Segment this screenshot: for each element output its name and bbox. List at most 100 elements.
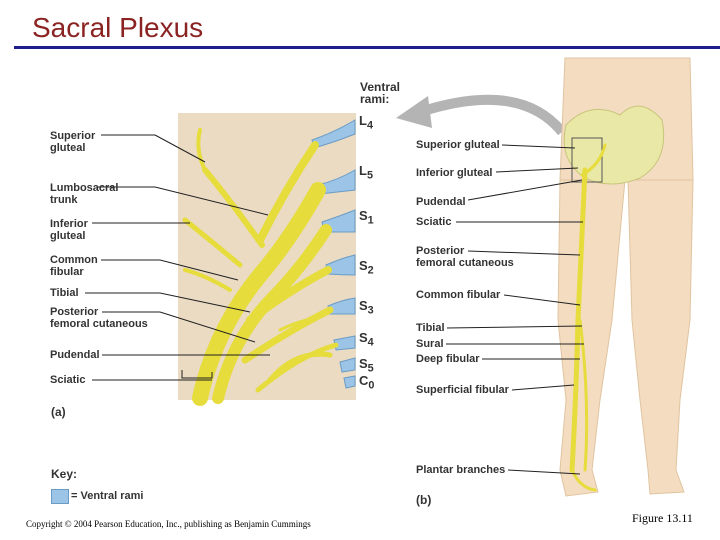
root-l4-base: L xyxy=(359,113,367,128)
sciatic-bracket xyxy=(181,370,213,379)
root-co-base: C xyxy=(359,373,369,388)
pointer-arrow xyxy=(418,94,566,136)
root-label-s3: S3 xyxy=(359,298,374,317)
nerve-sup-gluteal-branch xyxy=(196,128,207,172)
label-b-common-fibular: Common fibular xyxy=(416,289,500,301)
leader-r-plantar xyxy=(507,469,581,475)
label-b-sciatic: Sciatic xyxy=(416,216,451,228)
root-l5-base: L xyxy=(359,163,367,178)
label-a-tibial: Tibial xyxy=(50,287,79,299)
zoom-box xyxy=(571,137,603,183)
root-s3-sub: 3 xyxy=(367,304,374,317)
title-underline xyxy=(14,46,720,49)
label-b-posterior-femoral-2: femoral cutaneous xyxy=(416,257,514,269)
label-a-lumbosacral-2: trunk xyxy=(50,194,78,206)
body-right-leg xyxy=(627,179,694,495)
root-label-s2: S2 xyxy=(359,258,374,277)
leader-r-tibial xyxy=(446,325,583,329)
label-a-inferior-gluteal-2: gluteal xyxy=(50,230,86,242)
label-b-sural-1: Sural xyxy=(416,338,444,350)
figure-number: Figure 13.11 xyxy=(632,511,693,525)
label-b-superficial-fibular: Superficial fibular xyxy=(416,384,509,396)
leader-tibial-2 xyxy=(159,292,251,313)
label-b-deep-fibular: Deep fibular xyxy=(416,353,480,365)
ventral-rami-heading-line-1: Ventral xyxy=(360,80,401,94)
pointer-arrowhead xyxy=(396,96,432,128)
nerve-superior-gluteal xyxy=(202,167,265,248)
root-l4-sub: 4 xyxy=(366,119,373,132)
root-label-s1: S1 xyxy=(359,208,374,227)
label-a-pudendal: Pudendal xyxy=(50,349,100,361)
key-title: Key: xyxy=(51,467,78,481)
root-label-co: C0 xyxy=(359,373,374,392)
root-s4-sub: 4 xyxy=(367,336,374,349)
label-a-common-fibular-2: fibular xyxy=(50,266,84,278)
body-nerve-branch-2 xyxy=(580,143,607,177)
label-b-pudendal: Pudendal xyxy=(416,196,466,208)
label-b-superior-gluteal: Superior gluteal xyxy=(416,139,500,151)
root-s2-sub: 2 xyxy=(367,264,374,277)
label-b-tibial-1: Tibial xyxy=(416,322,445,334)
root-label-s4: S4 xyxy=(359,330,374,349)
label-b-inferior-gluteal-1: Inferior gluteal xyxy=(416,167,493,179)
root-label-l4: L4 xyxy=(359,113,373,132)
nerve-l4 xyxy=(256,141,319,244)
label-b-posterior-femoral-1: Posterior xyxy=(416,245,465,257)
key-swatch-ventral-rami xyxy=(51,489,69,504)
nerve-trunk-2 xyxy=(212,224,332,404)
label-b-superficial-fibular-1: Superficial fibular xyxy=(416,384,509,396)
ramus-l4 xyxy=(311,119,356,149)
ramus-s5 xyxy=(339,357,356,373)
nerve-trunk-main xyxy=(192,182,326,406)
nerve-pudendal xyxy=(267,351,333,383)
label-a-pudendal-1: Pudendal xyxy=(50,349,100,361)
ramus-s3 xyxy=(327,297,356,315)
leader-r-posterior-femoral xyxy=(467,250,581,256)
panel-a-tag: (a) xyxy=(51,405,66,419)
label-a-posterior-femoral-2: femoral cutaneous xyxy=(50,318,148,330)
ramus-l5 xyxy=(317,169,356,195)
label-b-sciatic-1: Sciatic xyxy=(416,216,452,228)
label-a-lumbosacral-1: Lumbosacral xyxy=(50,182,119,194)
leader-r-pudendal xyxy=(467,179,583,201)
label-b-plantar-branches-1: Plantar branches xyxy=(416,464,506,476)
nerve-s2 xyxy=(246,266,332,324)
label-b-pudendal-1: Pudendal xyxy=(416,196,466,208)
key-item-ventral-rami: = Ventral rami xyxy=(71,490,144,502)
root-s4-base: S xyxy=(359,330,368,345)
body-nerve-branch-1 xyxy=(578,318,589,472)
root-s1-sub: 1 xyxy=(367,214,374,227)
nerve-s4 xyxy=(255,342,339,393)
ventral-rami-heading: Ventral rami: xyxy=(360,81,400,105)
body-sciatic-nerve xyxy=(569,167,588,473)
label-a-sciatic-1: Sciatic xyxy=(50,374,86,386)
root-l5-sub: 5 xyxy=(366,169,373,182)
root-s1-base: S xyxy=(359,208,368,223)
copyright-notice: Copyright © 2004 Pearson Education, Inc.… xyxy=(26,519,311,529)
leader-superior-gluteal-2 xyxy=(154,134,206,163)
nerve-common-fibular-br xyxy=(183,268,232,292)
leader-r-common-fibular xyxy=(503,294,581,306)
label-b-inferior-gluteal: Inferior gluteal xyxy=(416,167,492,179)
label-b-plantar-branches: Plantar branches xyxy=(416,464,505,476)
label-b-sural: Sural xyxy=(416,338,444,350)
label-a-tibial-1: Tibial xyxy=(50,287,79,299)
nerve-small-1 xyxy=(278,316,320,332)
label-a-superior-gluteal-2: gluteal xyxy=(50,142,86,154)
leader-posterior-femoral-2 xyxy=(159,311,256,343)
page-title: Sacral Plexus xyxy=(32,12,204,43)
label-a-sciatic: Sciatic xyxy=(50,374,85,386)
ramus-s2 xyxy=(325,254,356,276)
pelvis-bone xyxy=(563,105,665,185)
label-a-superior-gluteal-1: Superior xyxy=(50,130,96,142)
nerve-s3 xyxy=(241,306,334,364)
ramus-co xyxy=(343,375,356,389)
leader-lumbosacral-2 xyxy=(154,186,269,216)
ventral-rami-heading-line-2: rami: xyxy=(360,92,390,106)
label-a-inferior-gluteal-1: Inferior xyxy=(50,218,88,230)
panel-b-tag: (b) xyxy=(416,493,432,507)
